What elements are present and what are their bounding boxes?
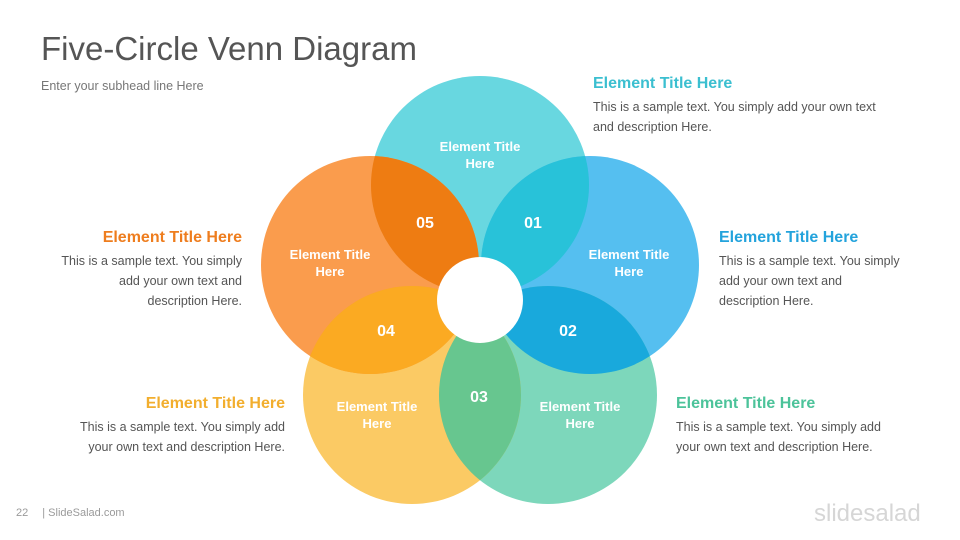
slide-subhead: Enter your subhead line Here	[41, 79, 204, 93]
callout-04: Element Title Here This is a sample text…	[20, 395, 285, 457]
circle-orange-label: Element Title	[290, 247, 371, 262]
circle-green-label: Element Title	[540, 399, 621, 414]
callout-01: Element Title Here This is a sample text…	[593, 75, 923, 137]
overlap-number-01: 01	[524, 215, 542, 232]
callout-04-title: Element Title Here	[145, 395, 285, 412]
overlap-number-04: 04	[377, 323, 395, 340]
circle-green-label-2: Here	[566, 416, 595, 431]
overlap-number-03: 03	[470, 389, 488, 406]
callout-05-line3: description Here.	[147, 294, 243, 308]
callout-03-title: Element Title Here	[676, 395, 816, 412]
circle-blue-label-2: Here	[615, 264, 644, 279]
callout-01-text: This is a sample text. You simply add yo…	[593, 97, 923, 137]
callout-01-title: Element Title Here	[593, 75, 733, 92]
page-number: 22	[16, 507, 29, 519]
circle-teal-label: Element Title	[440, 139, 521, 154]
slide-title: Five-Circle Venn Diagram	[41, 30, 417, 67]
brand-logo: slidesalad	[814, 500, 921, 527]
callout-05: Element Title Here This is a sample text…	[12, 229, 242, 311]
circle-yellow-label: Element Title	[337, 399, 418, 414]
circle-teal-label-2: Here	[466, 156, 495, 171]
callout-05-title: Element Title Here	[102, 229, 242, 246]
callout-02-line3: description Here.	[719, 294, 814, 308]
overlap-01	[481, 156, 589, 294]
callout-03-text: This is a sample text. You simply add yo…	[676, 417, 946, 457]
callout-05-line2: add your own text and	[119, 274, 242, 288]
callout-04-line2: your own text and description Here.	[88, 440, 285, 454]
overlap-05	[371, 156, 479, 294]
circle-yellow-label-2: Here	[363, 416, 392, 431]
callout-05-text: This is a sample text. You simply add yo…	[12, 251, 242, 311]
callout-04-line1: This is a sample text. You simply add	[80, 420, 285, 434]
callout-01-line1: This is a sample text. You simply add yo…	[593, 100, 876, 114]
callout-02-line1: This is a sample text. You simply	[719, 254, 900, 268]
circle-orange-label-2: Here	[316, 264, 345, 279]
callout-01-line2: and description Here.	[593, 120, 712, 134]
overlap-number-02: 02	[559, 323, 577, 340]
callout-02: Element Title Here This is a sample text…	[719, 229, 949, 311]
callout-02-title: Element Title Here	[719, 229, 859, 246]
slide-footer: 22 | SlideSalad.com	[16, 507, 125, 519]
callout-03-line1: This is a sample text. You simply add	[676, 420, 881, 434]
center-hole	[437, 257, 523, 343]
callout-04-text: This is a sample text. You simply add yo…	[20, 417, 285, 457]
callout-03: Element Title Here This is a sample text…	[676, 395, 946, 457]
footer-brand: | SlideSalad.com	[42, 507, 125, 519]
callout-05-line1: This is a sample text. You simply	[61, 254, 242, 268]
circle-blue-label: Element Title	[589, 247, 670, 262]
callout-02-text: This is a sample text. You simply add yo…	[719, 251, 949, 311]
callout-02-line2: add your own text and	[719, 274, 842, 288]
callout-03-line2: your own text and description Here.	[676, 440, 873, 454]
overlap-number-05: 05	[416, 215, 434, 232]
